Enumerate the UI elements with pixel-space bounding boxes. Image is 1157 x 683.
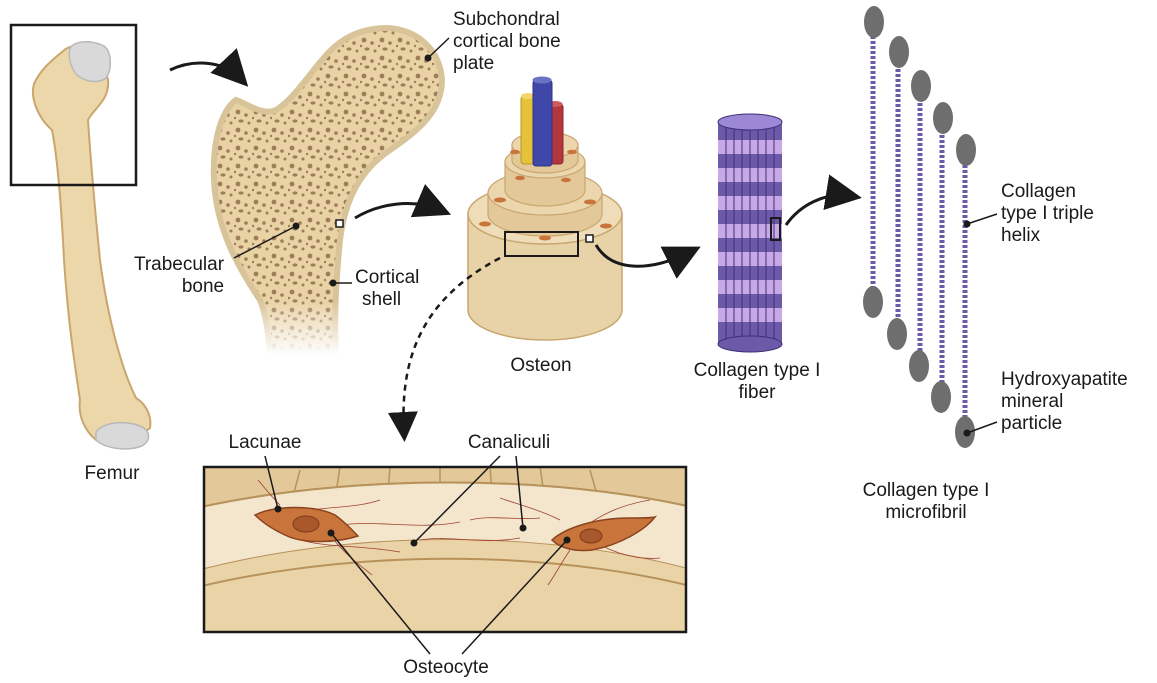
canaliculi-label: Canaliculi (468, 432, 550, 453)
subchondral-label-2: cortical bone (453, 31, 561, 52)
trabecular-dot (293, 223, 300, 230)
helix-dot (964, 221, 971, 228)
microfibril-illustration (863, 6, 976, 448)
helix-label-1: Collagen (1001, 181, 1076, 202)
trabecular-label-1: Trabecular (134, 254, 225, 275)
subchondral-dot (425, 55, 432, 62)
femur-zoom-square (336, 220, 343, 227)
collagen-fiber-illustration (718, 114, 782, 352)
subchondral-label-1: Subchondral (453, 9, 560, 30)
osteocyte-dot-2 (564, 537, 571, 544)
arrow-femur-to-head (170, 63, 240, 78)
subchondral-label-3: plate (453, 53, 494, 74)
canaliculi-dot-1 (411, 540, 418, 547)
helix-label-3: helix (1001, 225, 1041, 246)
osteon-label: Osteon (510, 355, 571, 376)
osteon-fiber-square (586, 235, 593, 242)
hydroxy-label-2: mineral (1001, 391, 1063, 412)
cortical-label-1: Cortical (355, 267, 419, 288)
fiber-label-2: fiber (739, 382, 777, 403)
hydroxy-label-3: particle (1001, 413, 1062, 434)
hydroxy-dot (964, 430, 971, 437)
osteon-illustration (468, 77, 622, 341)
helix-pointer (967, 214, 997, 224)
microfibril-label-1: Collagen type I (863, 480, 990, 501)
cortical-label-2: shell (362, 289, 401, 310)
cortical-dot (330, 280, 337, 287)
microfibril-label-2: microfibril (885, 502, 966, 523)
canaliculi-dot-2 (520, 525, 527, 532)
lacunae-detail-panel (150, 451, 740, 632)
proximal-femur-section (214, 28, 442, 355)
arrow-fiber-to-microfibril (786, 195, 850, 225)
arrow-section-to-osteon (355, 204, 440, 218)
femur-illustration (33, 42, 150, 449)
lacunae-label: Lacunae (229, 432, 302, 453)
trabecular-label-2: bone (182, 276, 224, 297)
hydroxy-label-1: Hydroxyapatite (1001, 369, 1128, 390)
femur-label: Femur (85, 463, 141, 484)
lacunae-dot (275, 506, 282, 513)
fiber-label-1: Collagen type I (694, 360, 821, 381)
osteocyte-label: Osteocyte (403, 657, 489, 678)
helix-label-2: type I triple (1001, 203, 1094, 224)
osteocyte-dot-1 (328, 530, 335, 537)
